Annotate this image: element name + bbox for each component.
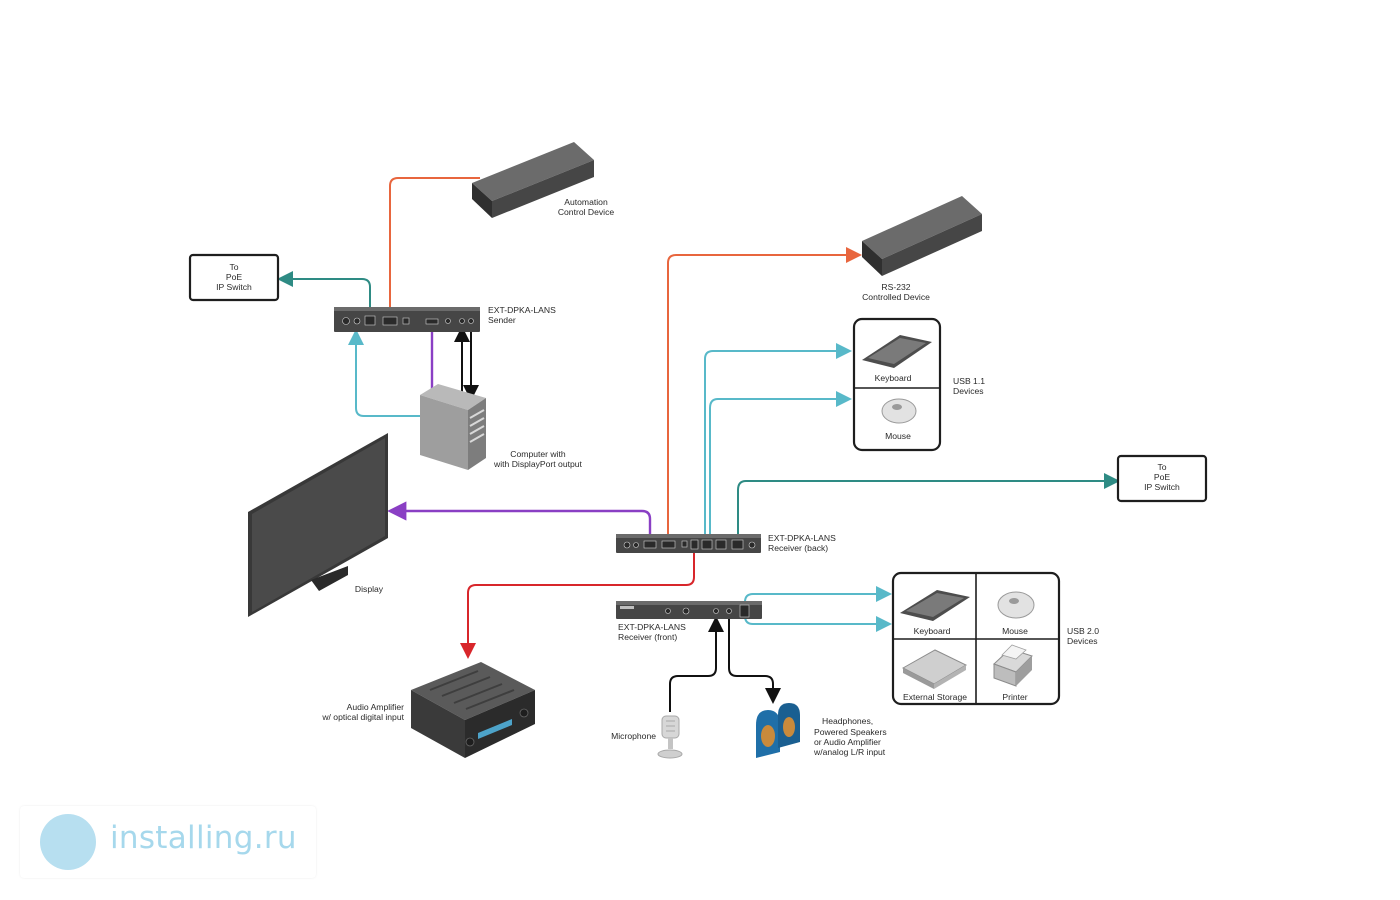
printer-icon [993,644,1033,687]
usb20-label-2: Devices [1067,636,1098,646]
watermark-text: installing.ru [110,820,297,856]
poe-right-label-1: To [1157,462,1166,472]
usb20-keyboard-label: Keyboard [914,626,951,636]
poe-right-label-2: PoE [1154,472,1171,482]
storage-label: External Storage [903,692,967,702]
wire-lan-sender [277,271,371,318]
computer-label-1: Computer with [510,449,566,459]
wire-dp-display [387,501,652,540]
receiver-front-label-2: Receiver (front) [618,632,677,642]
wire-speakers [728,618,781,704]
connection-wires [277,177,1120,712]
speakers-label-2: Powered Speakers [814,727,887,737]
mouse-icon [997,591,1035,619]
usb11-keyboard-label: Keyboard [875,373,912,383]
display-label: Display [355,584,384,594]
wire-usb11-mouse [709,391,852,540]
wire-usb-computer [348,329,420,417]
wire-rs232-sender [389,177,480,315]
wire-lan-receiver [737,473,1120,540]
microphone-label: Microphone [611,731,656,741]
speakers-label-4: w/analog L/R input [813,747,886,757]
poe-switch-left: To PoE IP Switch [188,253,280,302]
display-monitor: Display [248,433,388,617]
receiver-front-label-1: EXT-DPKA-LANS [618,622,686,632]
speakers-label-3: or Audio Amplifier [814,737,881,747]
sender-label-1: EXT-DPKA-LANS [488,305,556,315]
wire-microphone [669,616,724,712]
sender-label-2: Sender [488,315,516,325]
powered-speakers: Headphones, Powered Speakers or Audio Am… [756,703,887,758]
poe-right-label-3: IP Switch [1144,482,1180,492]
wire-rs232-receiver [667,247,862,540]
receiver-back-unit: EXT-DPKA-LANS Receiver (back) [616,533,836,553]
poe-switch-right: To PoE IP Switch [1116,454,1208,503]
amplifier-label-2: w/ optical digital input [321,712,404,722]
amplifier-label-1: Audio Amplifier [347,702,404,712]
speakers-label-1: Headphones, [822,716,873,726]
mouse-icon [881,398,917,424]
receiver-back-label-2: Receiver (back) [768,543,828,553]
automation-label-2: Control Device [558,207,615,217]
sender-unit: EXT-DPKA-LANS Sender [334,305,556,332]
rs232-controlled-device: RS-232 Controlled Device [862,196,982,302]
wire-optical-amplifier [460,551,695,659]
usb11-devices-box: Keyboard Mouse USB 1.1 Devices [852,317,985,452]
installing-logo-icon [40,814,96,870]
usb11-label-1: USB 1.1 [953,376,985,386]
wire-usb20-top [744,586,892,603]
usb11-mouse-label: Mouse [885,431,911,441]
usb11-label-2: Devices [953,386,984,396]
usb20-label-1: USB 2.0 [1067,626,1099,636]
microphone: Microphone [611,715,683,759]
printer-label: Printer [1002,692,1027,702]
computer-label-2: with DisplayPort output [493,459,583,469]
usb20-mouse-label: Mouse [1002,626,1028,636]
keyboard-icon [862,335,932,368]
wire-usb20-bottom [744,612,892,632]
poe-left-label-2: PoE [226,272,243,282]
receiver-front-unit: EXT-DPKA-LANS Receiver (front) [616,601,762,642]
watermark: installing.ru [20,806,316,878]
wire-usb11-keyboard [704,343,852,540]
poe-left-label-3: IP Switch [216,282,252,292]
poe-left-label-1: To [229,262,238,272]
rs232-label-2: Controlled Device [862,292,930,302]
computer-tower: Computer with with DisplayPort output [420,384,583,470]
automation-label-1: Automation [564,197,608,207]
external-storage-icon [901,649,968,689]
audio-amplifier: Audio Amplifier w/ optical digital input [321,662,535,758]
usb20-devices-box: Keyboard Mouse External Storage Printer … [891,571,1099,706]
rs232-label-1: RS-232 [881,282,910,292]
automation-control-device: Automation Control Device [472,142,614,218]
keyboard-icon [900,590,970,621]
receiver-back-label-1: EXT-DPKA-LANS [768,533,836,543]
